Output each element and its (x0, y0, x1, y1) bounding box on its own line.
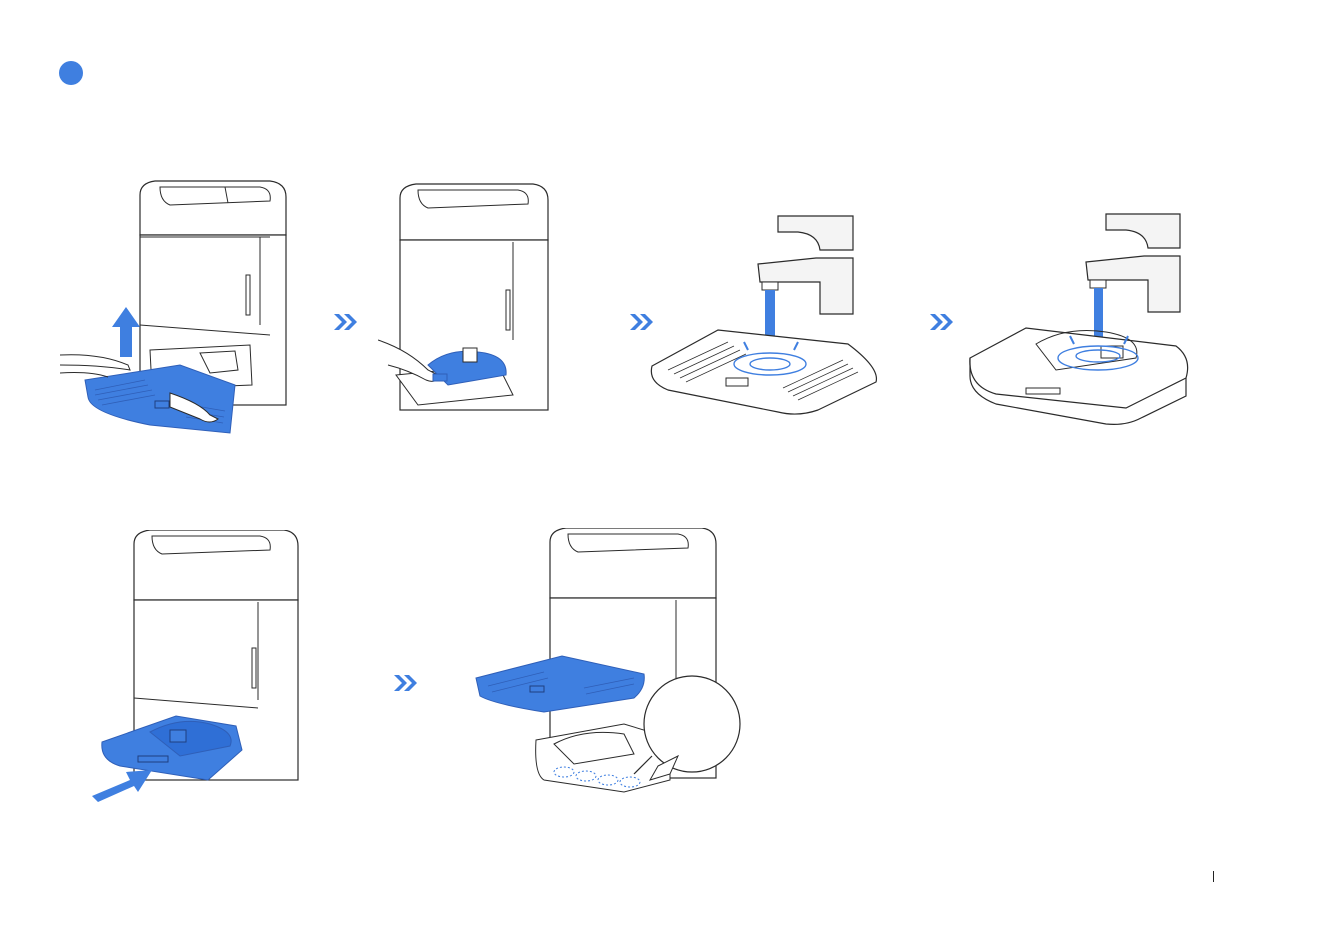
chevron-double-icon (332, 312, 360, 332)
right-arrow-icon (92, 770, 152, 802)
step-marker-dot (59, 61, 83, 85)
chevron-double-icon (928, 312, 956, 332)
illustration-reinstall-tray (474, 528, 742, 794)
illustration-rinse-base (966, 208, 1194, 430)
illustration-tray-removed (378, 180, 558, 415)
illustration-push-base-in (90, 530, 302, 802)
illustration-lift-tray (60, 175, 310, 437)
up-arrow-icon (112, 307, 140, 357)
chevron-double-icon (392, 673, 420, 693)
page-number-mark (1213, 871, 1214, 882)
illustration-rinse-tray (648, 212, 880, 422)
